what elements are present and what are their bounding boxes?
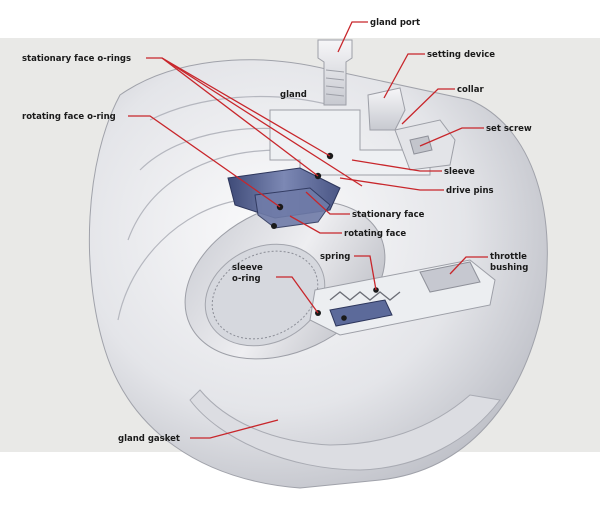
leader-gland-port [337, 21, 368, 53]
gland-port-fitting [317, 39, 353, 106]
gland-lower-flange [189, 389, 501, 471]
label-rotating-face-oring: rotating face o-ring [22, 112, 116, 122]
sleeve-bore-inner [204, 243, 326, 347]
label-rotating-face: rotating face [344, 229, 406, 239]
rotating-face-ring [254, 187, 331, 229]
label-gland-port: gland port [370, 18, 420, 28]
leader-stationary-orings-b [161, 57, 319, 177]
label-spring: spring [320, 252, 350, 262]
label-stationary-face: stationary face [352, 210, 425, 220]
label-throttle-bushing-1: throttle [490, 252, 527, 262]
label-sleeve-oring-2: o-ring [232, 274, 261, 284]
gland-port-threads [325, 69, 345, 97]
label-throttle-bushing-2: bushing [490, 263, 528, 273]
leader-drive-pins [339, 177, 444, 191]
leader-spring [354, 255, 377, 291]
setting-device-body [367, 87, 406, 131]
leader-collar [401, 88, 455, 125]
rotating-face-oring-dot-2 [271, 223, 277, 229]
label-gland: gland [280, 90, 307, 100]
leader-gland-gasket [190, 419, 279, 439]
leader-throttle-bushing [449, 256, 488, 275]
spring-coils [329, 291, 401, 301]
label-setting-device: setting device [427, 50, 495, 60]
leader-sleeve [351, 159, 442, 172]
gland-cutaway-upper [269, 109, 431, 176]
label-collar: collar [457, 85, 484, 95]
label-gland-gasket: gland gasket [118, 434, 180, 444]
label-drive-pins: drive pins [446, 186, 494, 196]
label-sleeve: sleeve [444, 167, 475, 177]
leader-lines [128, 21, 488, 439]
leader-stationary-orings-c [161, 57, 363, 187]
label-stationary-face-orings: stationary face o-rings [22, 54, 131, 64]
leader-stationary-face [305, 191, 350, 215]
label-sleeve-oring-1: sleeve [232, 263, 263, 273]
leader-sleeve-oring [276, 276, 319, 314]
sleeve-bore-edge [211, 250, 319, 340]
leader-set-screw [419, 127, 484, 147]
gland-flange-ridge [117, 95, 331, 321]
label-set-screw: set screw [486, 124, 532, 134]
leader-rotating-face [289, 215, 342, 234]
lower-oring-dot-2 [341, 315, 347, 321]
leader-setting-device [383, 53, 425, 99]
throttle-bushing [419, 261, 481, 293]
leader-rotating-oring [128, 115, 281, 208]
